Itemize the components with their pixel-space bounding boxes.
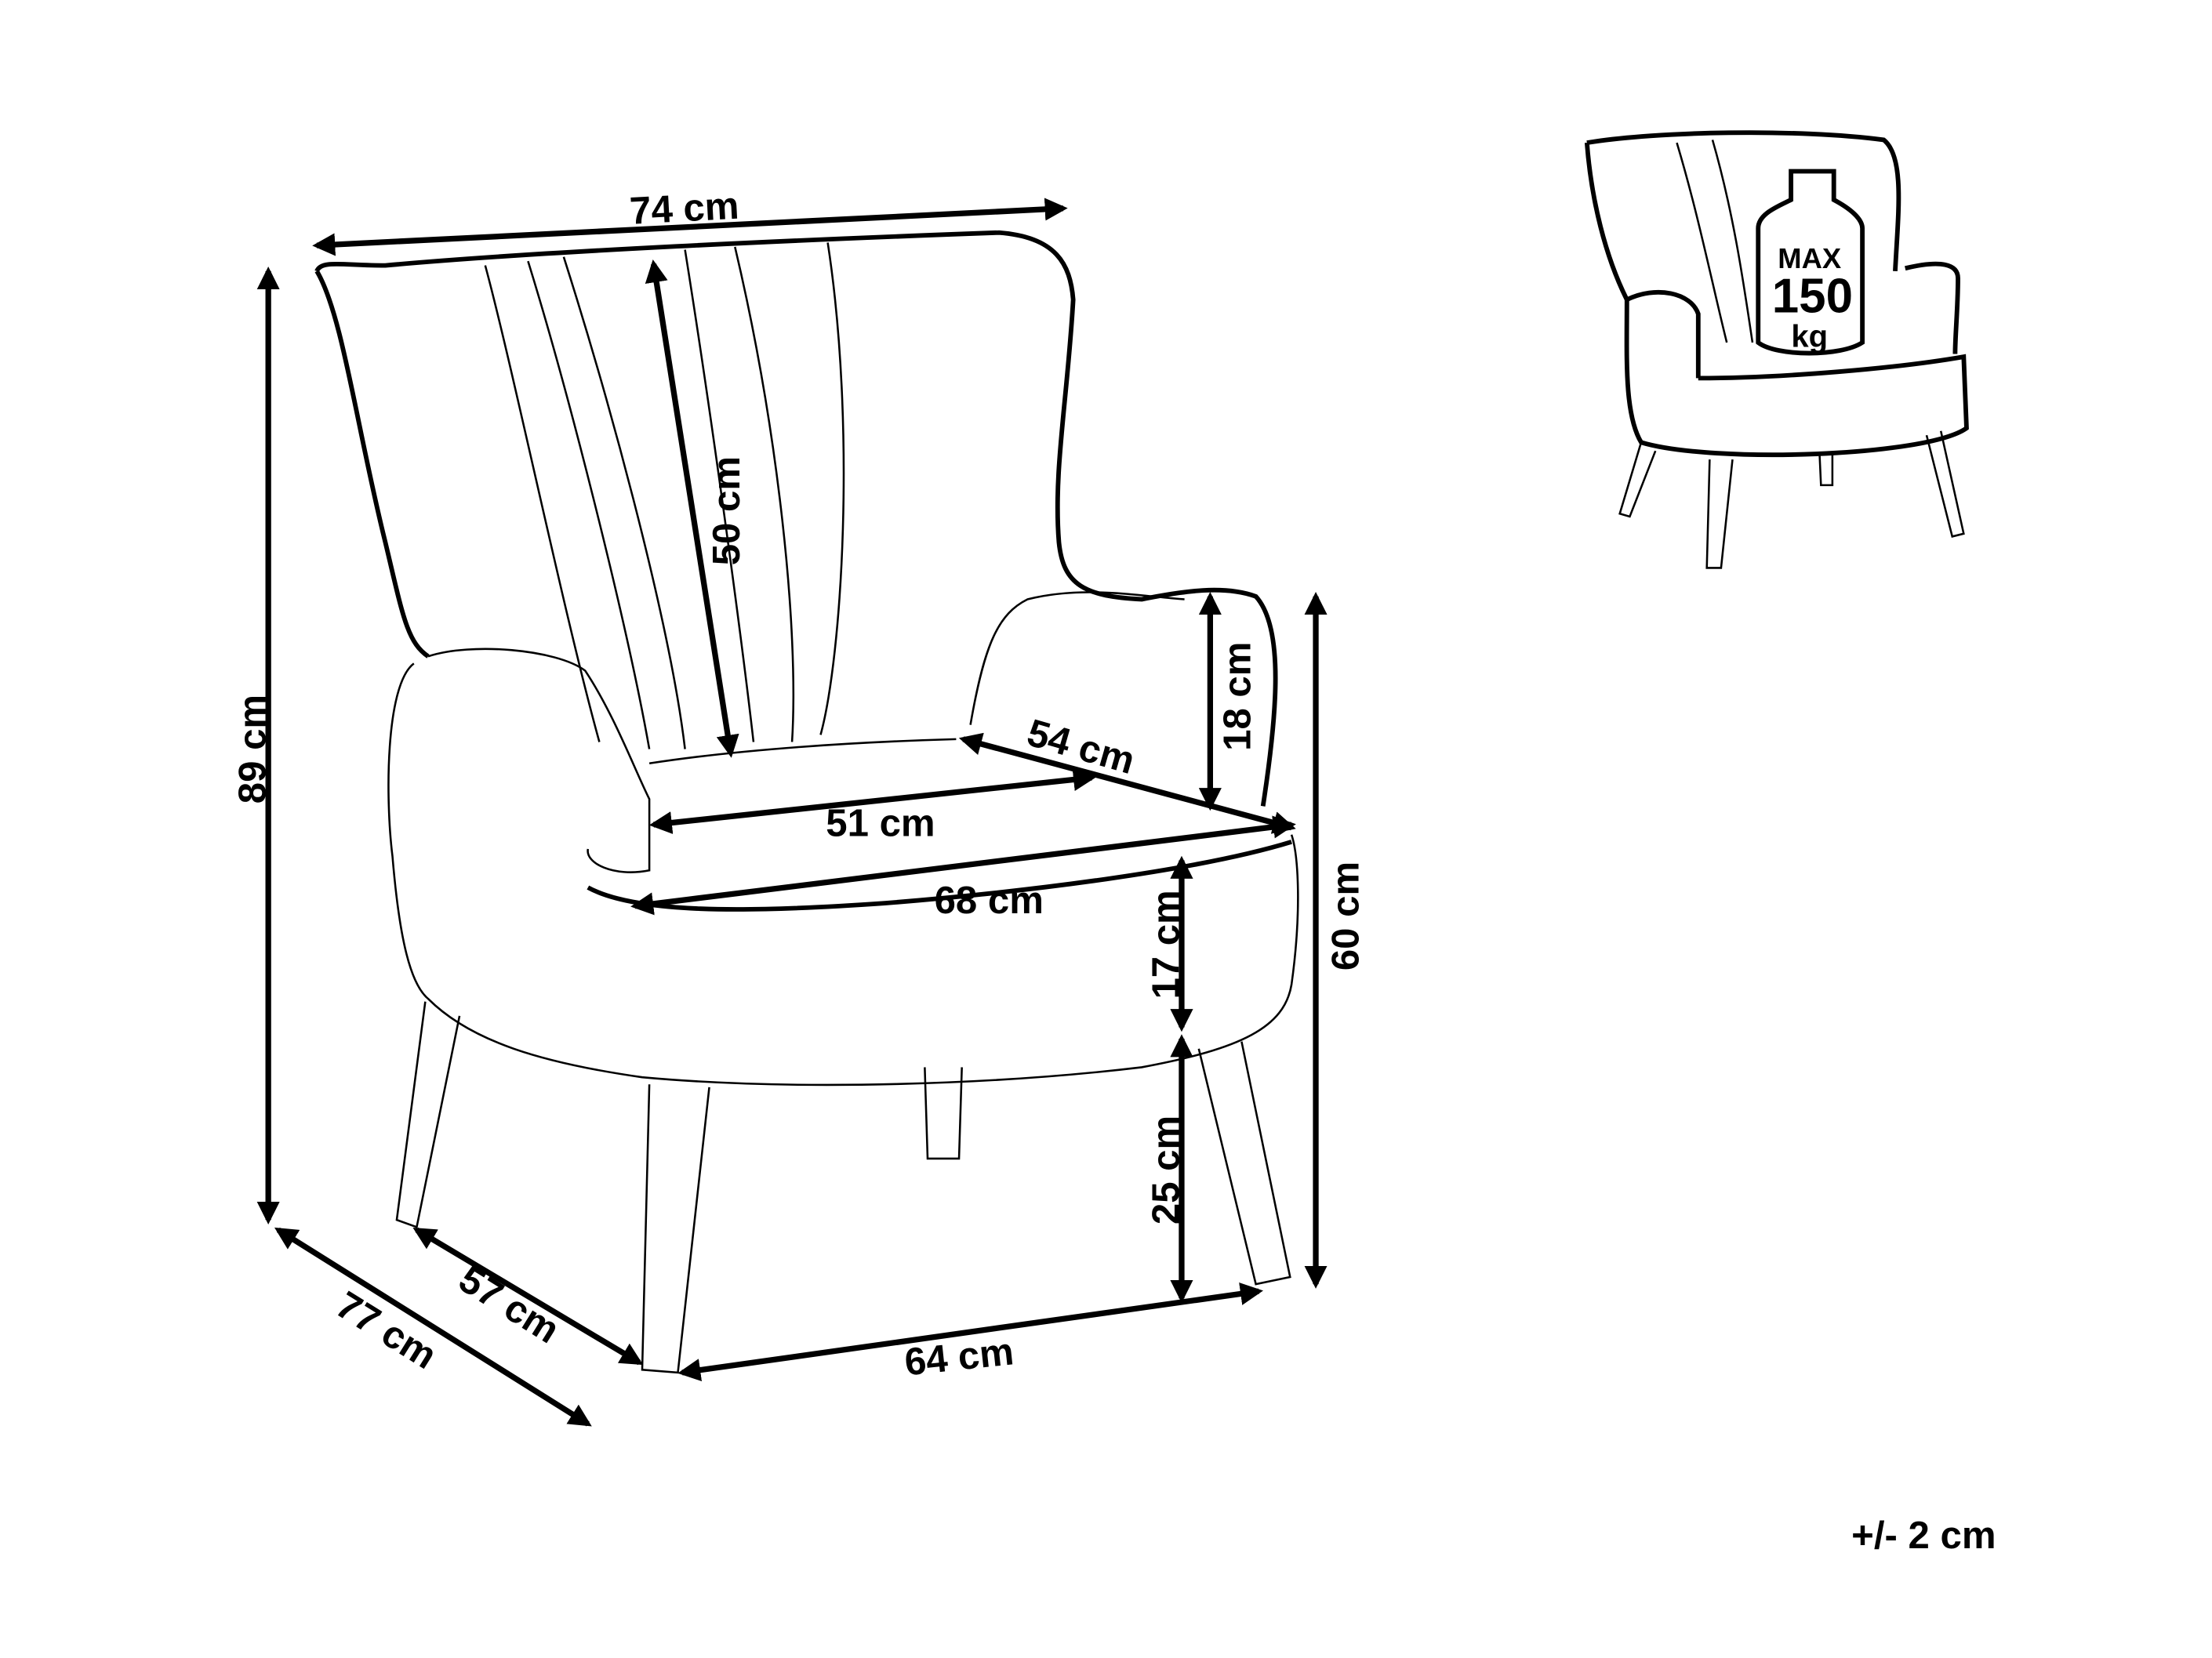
max-load-unit: kg — [1791, 319, 1828, 354]
label-backrest-height: 50 cm — [706, 456, 748, 565]
label-seat-front-width: 68 cm — [935, 880, 1044, 922]
label-overall-width: 74 cm — [629, 185, 740, 233]
max-load-label: MAX — [1778, 242, 1841, 274]
label-arm-height-floor: 60 cm — [1325, 862, 1368, 970]
dimension-arrows — [256, 198, 1328, 1427]
label-leg-height: 25 cm — [1145, 1116, 1187, 1224]
label-armrest-height: 18 cm — [1216, 642, 1259, 751]
tolerance-note: +/- 2 cm — [1851, 1515, 1996, 1557]
thumbnail-chair: MAX 150 kg — [1584, 130, 1969, 569]
label-overall-height: 89 cm — [232, 695, 274, 804]
label-seat-width: 51 cm — [826, 803, 935, 845]
label-leg-span-depth: 57 cm — [452, 1258, 567, 1352]
max-load-value: 150 — [1772, 270, 1853, 324]
label-seat-thickness: 17 cm — [1145, 890, 1187, 999]
